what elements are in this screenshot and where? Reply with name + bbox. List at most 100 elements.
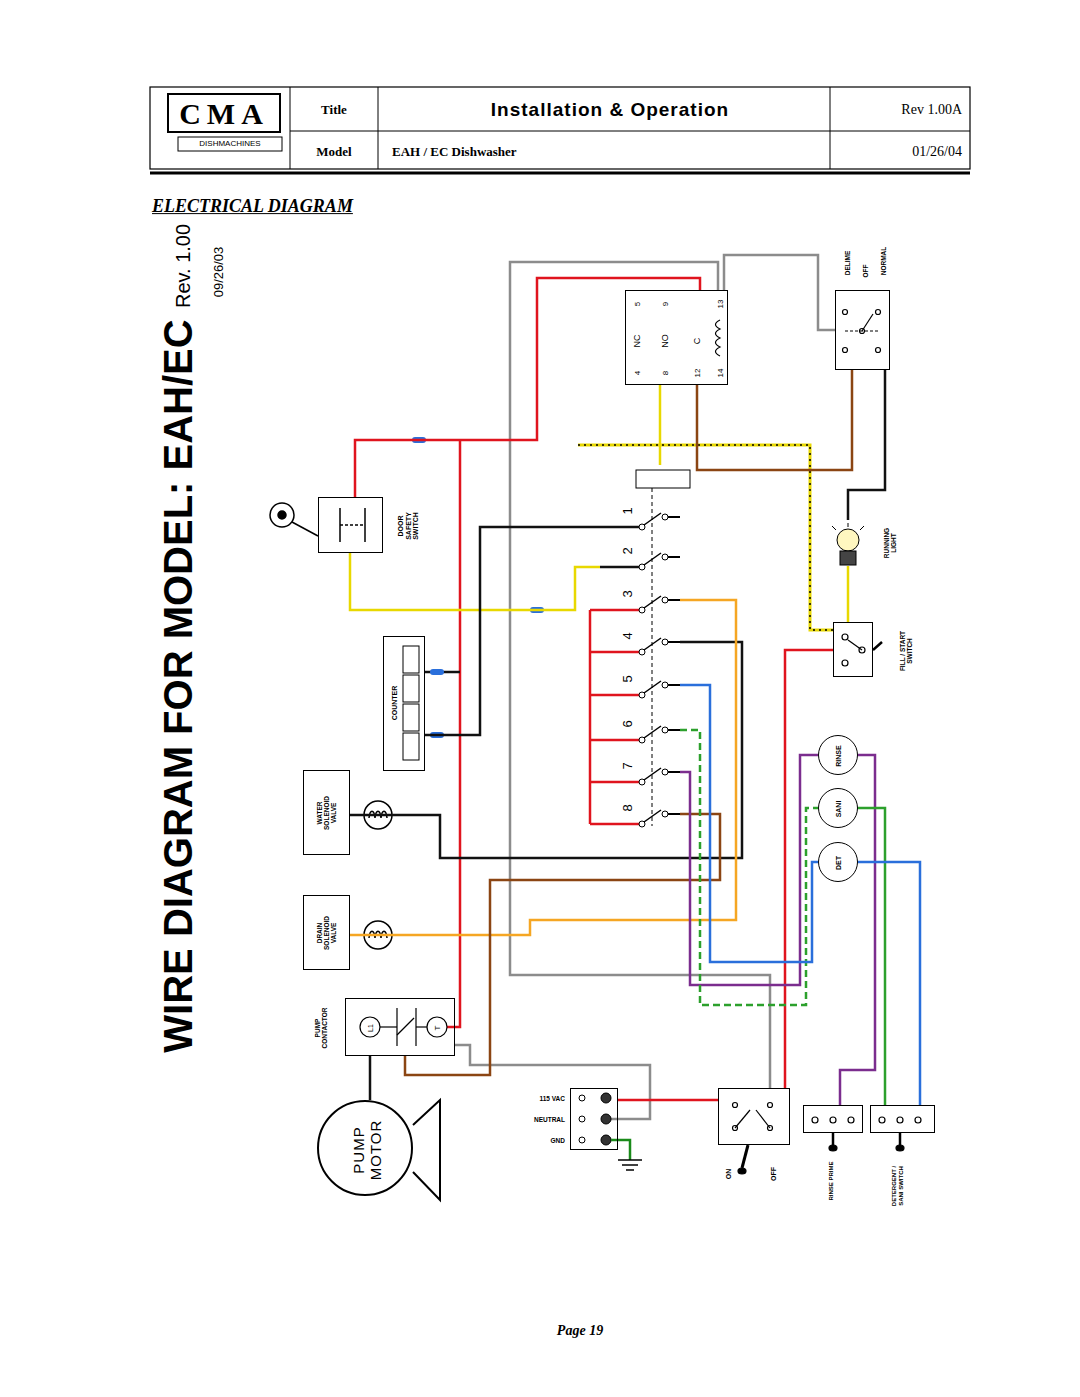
wire [447,440,460,1027]
cam-switch [644,681,661,693]
logo-frame [178,137,282,151]
component-label: DET [835,856,843,870]
toggle-switch-contacts [896,1145,904,1151]
ground-symbol [626,1169,634,1171]
terminal-label: NC [633,335,643,348]
chemical-pump-motor: DET [818,842,858,882]
pump-contactor: PUMP CONTACTORL1T [345,998,455,1056]
switch-number: 5 [621,675,635,682]
wire [724,255,835,330]
door-switch-lever [292,522,318,536]
power-switch: ONOFF [718,1088,790,1145]
header-frame [150,87,970,169]
fill-start-switch: FILL / START SWITCH [833,622,873,677]
cam-switch [668,684,680,686]
switch-number: 2 [621,547,635,554]
cam-switch [668,599,680,601]
cam-switch-contacts [590,513,680,827]
logo-subtitle: DISHMACHINES [199,140,260,149]
cam-switch [590,596,680,613]
header-date: 01/26/04 [912,144,962,159]
timer-cam-motor [636,470,690,488]
toggle-switch-contacts [876,310,881,315]
cam-switch [590,638,680,655]
component-label: RINSE [835,745,843,766]
header-frame [830,87,831,169]
counter-digits [403,646,419,673]
wire [848,370,885,520]
cam-switch [668,771,680,773]
toggle-switch-contacts [873,642,882,650]
header-revision: Rev 1.00A [901,102,962,117]
cam-switch [668,729,680,731]
power-switch-contacts [756,1110,770,1128]
cam-switch [644,513,661,525]
wire [858,862,920,1105]
running-light-bulb [860,526,864,530]
cam-switch [668,556,680,558]
diagram-date: 09/26/03 [212,247,226,298]
wire [589,610,592,824]
wire [455,1045,650,1119]
component-label: L1 [367,1024,375,1032]
component-label: SANI [835,801,843,818]
wire [578,445,833,630]
cam-switch [590,823,639,826]
toggle-switch-contacts [832,1133,835,1146]
toggle-switch-contacts [876,348,881,353]
wire [405,814,720,1075]
power-switch-contacts [733,1103,773,1175]
toggle-switch-contacts [899,1133,902,1146]
switch-number: 6 [621,720,635,727]
toggle-switch-contacts [842,634,848,640]
toggle-switch-contacts [843,310,848,315]
terminal-label: NO [661,334,671,348]
switch-position: DELIME [844,251,851,276]
running-light: RUNNING LIGHT [828,520,868,566]
toggle-switch-contacts [812,1117,818,1123]
cam-switch [644,726,661,738]
cam-switch [644,596,661,608]
chemical-pump-motor: RINSE [818,735,858,775]
solenoid-coil [364,801,392,949]
counter-digits [403,675,419,702]
wire [618,1099,718,1102]
switch-number: 7 [621,762,635,769]
wire [858,808,885,1105]
page-heading: ELECTRICAL DIAGRAM [152,197,353,217]
toggle-switch-contacts [843,348,848,353]
header-label: Model [316,145,351,159]
relay-box: NCNOC4589121413 [625,290,728,385]
terminal-label: 9 [662,302,671,306]
door-switch-lever [340,524,365,526]
toggle-switch-contacts [842,660,848,666]
component-label: RINSE PRIME [828,1161,835,1200]
cam-switch [668,813,680,815]
cam-switch [590,768,680,785]
terminal-label: 12 [694,369,703,378]
switch-number: 3 [621,590,635,597]
toggle-switch-contacts [812,310,921,1152]
terminal-screws [579,1093,611,1145]
component-label: WATER SOLENOID VALVE [316,793,337,833]
toggle-switch-contacts [897,1117,903,1123]
cam-switch [644,638,661,650]
terminal-screws [601,1135,611,1145]
toggle-switch-contacts [862,314,873,331]
wire [680,685,818,962]
cam-switch [590,609,639,612]
delime-switch: DELIMEOFFNORMAL [835,290,890,370]
wire-connector [430,669,444,675]
terminal-label: NEUTRAL [534,1116,565,1123]
wire-connector [412,437,544,738]
ground-symbol [622,1164,638,1166]
running-light-bulb [832,526,836,530]
component-label: COUNTER [391,686,399,721]
wire [350,642,742,858]
toggle-switch-contacts [848,1117,854,1123]
terminal-screws [579,1095,585,1101]
switch-number: 4 [621,632,635,639]
contactor-contacts [416,1026,427,1027]
switch-position: ON [725,1169,733,1180]
running-light-bulb [832,523,864,565]
